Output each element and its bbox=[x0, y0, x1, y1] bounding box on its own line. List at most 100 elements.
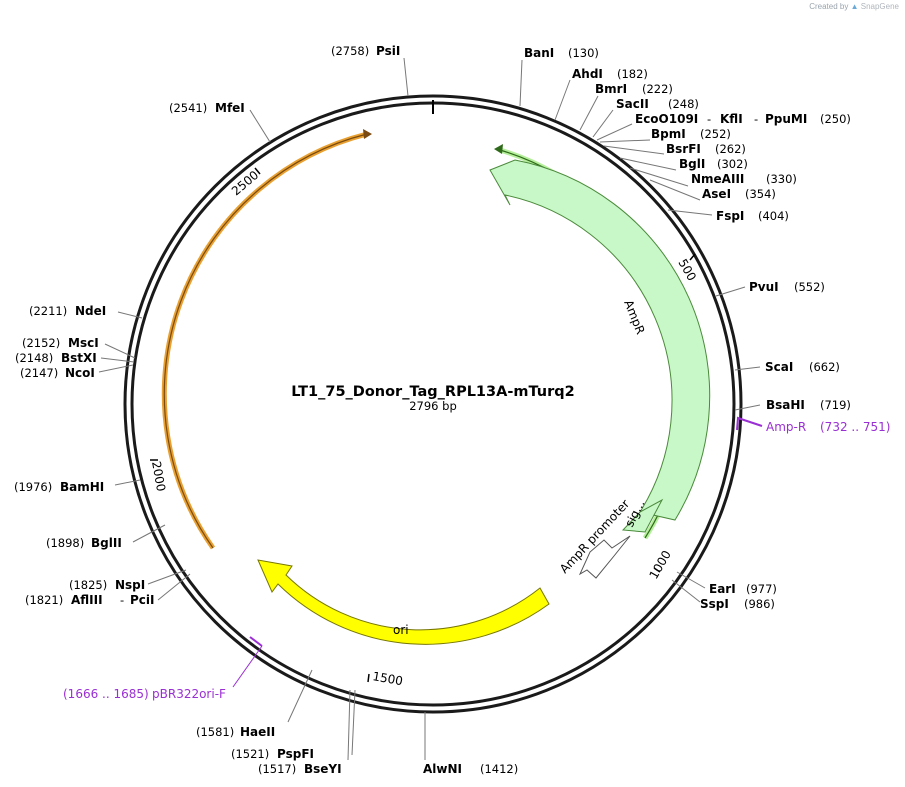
site-name-label: BpmI bbox=[651, 127, 686, 141]
site-name-label: ScaI bbox=[765, 360, 793, 374]
site-position-label: (986) bbox=[744, 597, 775, 611]
ori-feature[interactable]: ori bbox=[257, 559, 550, 645]
site-name-label: KflI bbox=[720, 112, 743, 126]
site-name-label: AlwNI bbox=[423, 762, 462, 776]
ampr-label: AmpR bbox=[621, 298, 647, 336]
site-bseYI[interactable]: BseYI (1517) bbox=[258, 762, 342, 776]
site-bstXI[interactable]: (2148) BstXI bbox=[15, 351, 97, 365]
primer-pbr322ori-f-mark[interactable] bbox=[232, 636, 263, 688]
tick-2000: 2000 bbox=[149, 460, 168, 493]
site-position-label: (354) bbox=[745, 187, 776, 201]
site-name-label: MscI bbox=[68, 336, 99, 350]
site-name-label: BmrI bbox=[595, 82, 627, 96]
plasmid-name: LT1_75_Donor_Tag_RPL13A-mTurq2 bbox=[291, 384, 574, 400]
credit-prefix: Created by bbox=[809, 2, 849, 11]
site-name-label: EcoO109I bbox=[635, 112, 698, 126]
site-nmeAIII[interactable]: NmeAIII (330) bbox=[691, 172, 797, 186]
site-name-label: HaeII bbox=[240, 725, 275, 739]
site-name-label: BseYI bbox=[304, 762, 342, 776]
site-name-label: PspFI bbox=[277, 747, 314, 761]
site-nspI[interactable]: (1825) NspI bbox=[69, 578, 145, 592]
site-bsaHI[interactable]: BsaHI (719) bbox=[766, 398, 851, 412]
site-ndeI[interactable]: (2211) NdeI bbox=[29, 304, 106, 318]
site-name-label: pBR322ori-F bbox=[152, 687, 226, 701]
site-position-label: (2211) bbox=[29, 304, 67, 318]
site-position-label: (1517) bbox=[258, 762, 296, 776]
site-position-label: (330) bbox=[766, 172, 797, 186]
site-haeII[interactable]: HaeII (1581) bbox=[196, 725, 275, 739]
site-sspI[interactable]: SspI (986) bbox=[700, 597, 775, 611]
site-pvuI[interactable]: PvuI (552) bbox=[749, 280, 825, 294]
site-aseI[interactable]: AseI (354) bbox=[702, 187, 776, 201]
snapgene-logo-icon: ▲ bbox=[850, 2, 859, 11]
site-name-label: SacII bbox=[616, 97, 649, 111]
site-position-label: (250) bbox=[820, 112, 851, 126]
site-position-label: (2147) bbox=[20, 366, 58, 380]
site-name-label: SspI bbox=[700, 597, 729, 611]
credit-brand: SnapGene bbox=[860, 2, 899, 11]
site-position-label: (1976) bbox=[14, 480, 52, 494]
site-psiI[interactable]: (2758) PsiI bbox=[331, 44, 400, 58]
site-position-label: (222) bbox=[642, 82, 673, 96]
site-bmrI[interactable]: BmrI (222) bbox=[595, 82, 673, 96]
site-ahdI[interactable]: AhdI (182) bbox=[572, 67, 648, 81]
site-ncoI[interactable]: (2147) NcoI bbox=[20, 366, 95, 380]
primer-pbr322ori-f-label[interactable]: (1666 .. 1685) pBR322ori-F bbox=[63, 687, 226, 701]
separator-dash: - bbox=[707, 112, 711, 126]
site-position-label: (1825) bbox=[69, 578, 107, 592]
primer-amp-r-label[interactable]: Amp-R (732 .. 751) bbox=[766, 420, 890, 434]
site-name-label: NmeAIII bbox=[691, 172, 744, 186]
site-pspFI[interactable]: PspFI (1521) bbox=[231, 747, 314, 761]
site-ecoO109I[interactable]: EcoO109I - KflI - PpuMI (250) bbox=[635, 112, 851, 126]
site-name-label: PsiI bbox=[376, 44, 400, 58]
site-name-label: PciI bbox=[130, 593, 155, 607]
site-name-label: BanI bbox=[524, 46, 554, 60]
ampr-promoter-feature[interactable]: AmpR promoter bbox=[557, 497, 632, 579]
site-name-label: MfeI bbox=[215, 101, 245, 115]
site-position-label: (977) bbox=[746, 582, 777, 596]
site-bglII[interactable]: (1898) BglII bbox=[46, 536, 122, 550]
site-name-label: NcoI bbox=[65, 366, 95, 380]
site-position-label: (1898) bbox=[46, 536, 84, 550]
tick-1000: 1000 bbox=[646, 548, 673, 581]
site-mfeI[interactable]: (2541) MfeI bbox=[169, 101, 245, 115]
site-name-label: BstXI bbox=[61, 351, 97, 365]
site-leaders-right bbox=[287, 59, 761, 761]
site-position-label: (719) bbox=[820, 398, 851, 412]
site-fspI[interactable]: FspI (404) bbox=[716, 209, 789, 223]
site-position-label: (248) bbox=[668, 97, 699, 111]
site-position-label: (1521) bbox=[231, 747, 269, 761]
site-mscI[interactable]: (2152) MscI bbox=[22, 336, 99, 350]
site-scaI[interactable]: ScaI (662) bbox=[765, 360, 840, 374]
site-bpmI[interactable]: BpmI (252) bbox=[651, 127, 731, 141]
site-name-label: EarI bbox=[709, 582, 736, 596]
plasmid-length: 2796 bp bbox=[409, 399, 457, 413]
site-position-label: (2758) bbox=[331, 44, 369, 58]
separator-dash: - bbox=[120, 593, 124, 607]
site-position-label: (2152) bbox=[22, 336, 60, 350]
site-position-label: (552) bbox=[794, 280, 825, 294]
site-banI[interactable]: BanI (130) bbox=[524, 46, 599, 60]
backbone-outer bbox=[123, 94, 743, 714]
site-position-label: (302) bbox=[717, 157, 748, 171]
ori-label: ori bbox=[393, 623, 409, 637]
site-position-label: (1581) bbox=[196, 725, 234, 739]
site-alwNI[interactable]: AlwNI (1412) bbox=[423, 762, 518, 776]
site-position-label: (2541) bbox=[169, 101, 207, 115]
site-bglI[interactable]: BglI (302) bbox=[679, 157, 748, 171]
primer-amp-r-mark[interactable] bbox=[736, 416, 763, 431]
site-name-label: PpuMI bbox=[765, 112, 807, 126]
site-name-label: AhdI bbox=[572, 67, 603, 81]
site-earI[interactable]: EarI (977) bbox=[709, 582, 777, 596]
site-bsrFI[interactable]: BsrFI (262) bbox=[666, 142, 746, 156]
site-aflIII[interactable]: (1821) AflIII - PciI bbox=[25, 593, 155, 607]
site-position-label: (662) bbox=[809, 360, 840, 374]
site-position-label: (1412) bbox=[480, 762, 518, 776]
site-leaders-left bbox=[98, 57, 409, 601]
site-bamHI[interactable]: (1976) BamHI bbox=[14, 480, 104, 494]
site-name-label: NspI bbox=[115, 578, 145, 592]
site-sacII[interactable]: SacII (248) bbox=[616, 97, 699, 111]
site-name-label: FspI bbox=[716, 209, 744, 223]
orange-feature-arc bbox=[161, 129, 372, 550]
